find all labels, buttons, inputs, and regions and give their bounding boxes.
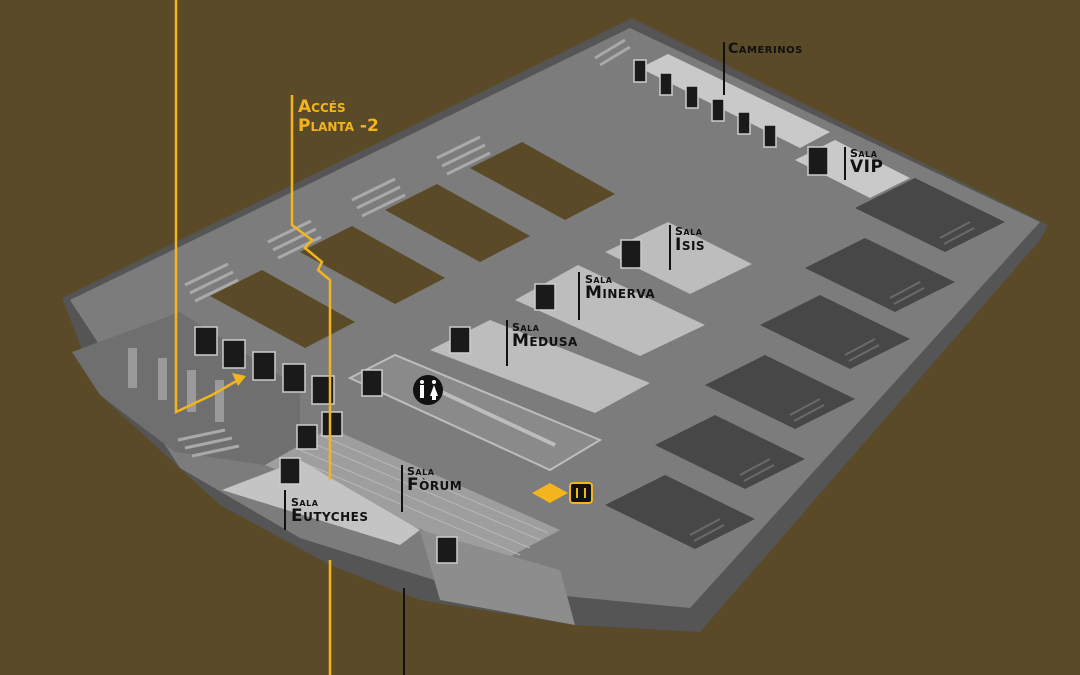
label-minerva: Sala Minerva — [585, 273, 656, 303]
light-wells — [210, 142, 615, 348]
label-camerinos: Camerinos — [728, 42, 803, 56]
restroom-block — [347, 353, 603, 472]
forum-seats — [289, 434, 549, 556]
access-line1: Accés — [298, 97, 346, 117]
forum-room — [265, 428, 560, 562]
label-forum: Sala Fòrum — [407, 465, 463, 495]
restroom-icon — [413, 375, 443, 405]
access-label: Accés Planta -2 — [298, 98, 379, 136]
access-route — [174, 0, 332, 675]
medusa-room — [430, 320, 650, 413]
label-vip: Sala VIP — [850, 147, 884, 177]
main-floor — [70, 28, 1040, 608]
camerinos-area — [640, 54, 830, 148]
eutyches-room — [222, 460, 420, 545]
dark-rooms — [605, 178, 1005, 549]
label-leaders — [284, 42, 846, 675]
doors — [194, 59, 829, 564]
access-line2: Planta -2 — [298, 116, 379, 136]
label-camerinos-name: Camerinos — [728, 41, 803, 57]
label-medusa: Sala Medusa — [512, 321, 578, 351]
south-slab — [420, 530, 575, 625]
stairs-group — [177, 38, 631, 458]
elevator-icon — [532, 482, 593, 504]
label-eutyches: Sala Eutyches — [291, 496, 369, 526]
columns — [128, 348, 224, 422]
dark-room-stairs — [689, 221, 975, 542]
minerva-room — [515, 265, 705, 356]
label-isis: Sala Isis — [675, 225, 706, 255]
